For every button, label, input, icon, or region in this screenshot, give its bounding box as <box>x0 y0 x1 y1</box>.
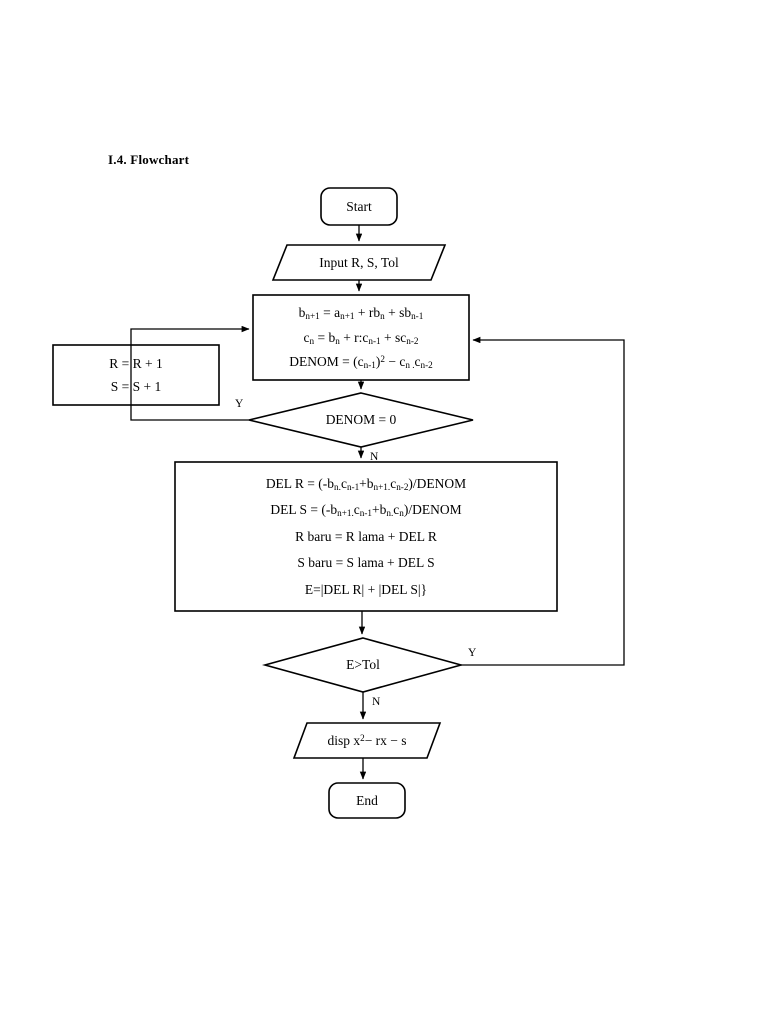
connector-etol-yes-to-compute <box>461 336 625 666</box>
shape-compute <box>252 294 470 381</box>
branch-label-etol-yes: Y <box>468 647 477 659</box>
shape-end <box>328 782 406 819</box>
branch-label-etol-no: N <box>372 696 381 708</box>
shape-input <box>271 244 447 281</box>
branch-label-denom-yes: Y <box>235 398 244 410</box>
shape-denom-zero <box>248 392 474 448</box>
shape-deltas <box>174 461 558 612</box>
shape-display <box>292 722 442 759</box>
branch-label-denom-no: N <box>370 451 379 463</box>
section-heading: I.4. Flowchart <box>108 152 190 167</box>
shape-increment <box>52 344 220 406</box>
connector-denom-yes-to-increment <box>130 325 250 421</box>
shape-e-gt-tol <box>261 637 465 693</box>
shape-start <box>320 187 398 226</box>
